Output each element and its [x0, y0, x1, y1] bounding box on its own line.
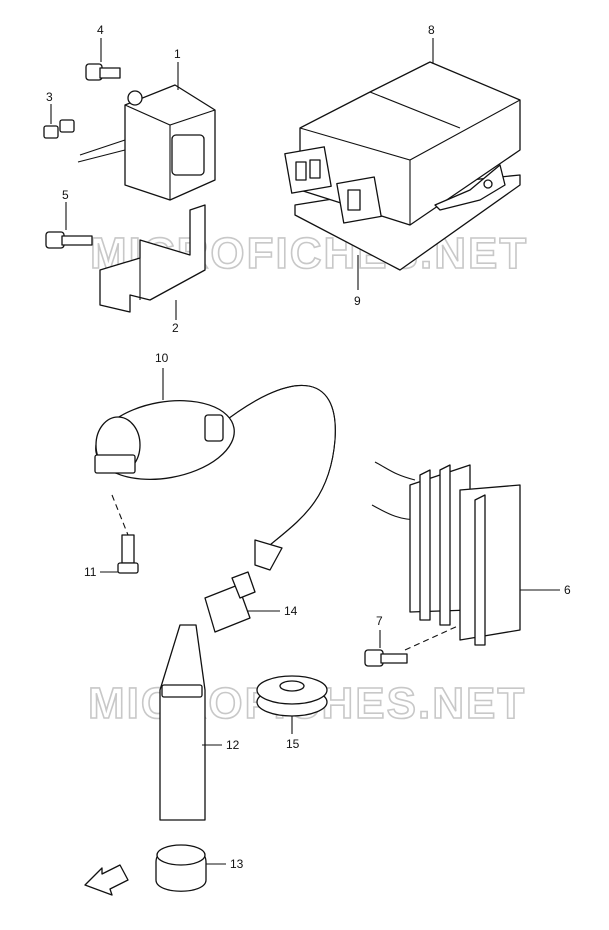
callout-1: 1: [174, 47, 181, 61]
plug-cap-12[interactable]: [159, 624, 206, 821]
callout-13: 13: [230, 857, 244, 871]
relay[interactable]: [77, 84, 216, 201]
callout-9: 9: [354, 294, 361, 308]
bolt-5[interactable]: [45, 231, 93, 249]
screw-7[interactable]: [364, 649, 408, 667]
callout-11: 11: [84, 565, 97, 579]
callout-6: 6: [564, 583, 571, 597]
regulator[interactable]: [371, 461, 521, 646]
callout-10: 10: [155, 351, 169, 365]
bolt-11[interactable]: [117, 534, 139, 574]
callout-2: 2: [172, 321, 179, 335]
callout-8: 8: [428, 23, 435, 37]
cdi-unit[interactable]: [284, 61, 521, 271]
callout-5: 5: [62, 188, 69, 202]
bracket[interactable]: [99, 204, 206, 313]
clip-3[interactable]: [43, 119, 75, 139]
callout-3: 3: [46, 90, 53, 104]
ignition-coil[interactable]: [89, 384, 336, 571]
callout-15: 15: [286, 737, 300, 751]
fwd-arrow: FWD: [84, 864, 129, 896]
cap-14[interactable]: [204, 571, 256, 633]
callout-4: 4: [97, 23, 104, 37]
screw-4[interactable]: [85, 63, 121, 81]
cap-13[interactable]: [155, 844, 207, 892]
callout-12: 12: [226, 738, 240, 752]
callout-14: 14: [284, 604, 298, 618]
callout-7: 7: [376, 614, 383, 628]
grommet-15[interactable]: [256, 675, 328, 717]
